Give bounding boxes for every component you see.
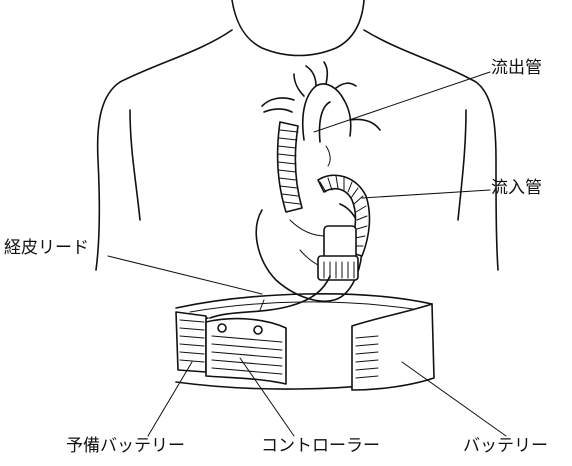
leader-lead xyxy=(108,256,262,294)
leader-spare xyxy=(148,362,192,436)
leader-inflow xyxy=(362,190,490,198)
pump-unit xyxy=(318,226,358,280)
label-outflow-tube: 流出管 xyxy=(491,60,542,77)
callout-leaders xyxy=(108,72,506,436)
label-battery: バッテリー xyxy=(463,438,548,455)
controller-unit xyxy=(206,319,286,384)
leader-outflow xyxy=(314,72,490,132)
battery-pack xyxy=(352,304,434,390)
outflow-graft xyxy=(278,122,302,212)
leader-battery xyxy=(402,362,506,436)
label-spare-battery: 予備バッテリー xyxy=(66,438,185,455)
label-percutaneous-lead: 経皮リード xyxy=(4,240,89,257)
label-inflow-tube: 流入管 xyxy=(491,180,542,197)
label-controller: コントローラー xyxy=(261,438,380,455)
